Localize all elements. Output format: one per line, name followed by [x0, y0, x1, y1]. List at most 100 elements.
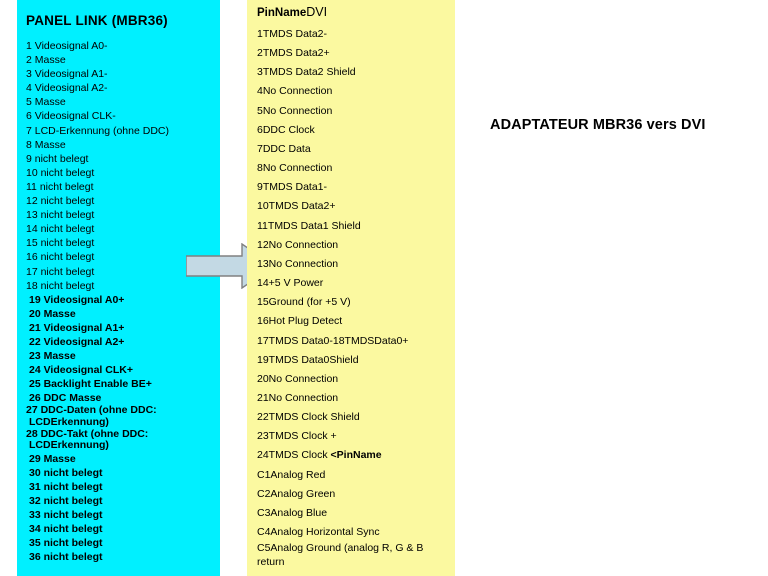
- dvi-pinout-panel: PinNameDVI 1TMDS Data2- 2TMDS Data2+ 3TMDS…: [247, 0, 455, 576]
- dvi-header-pinname: PinName: [257, 7, 307, 19]
- panel-link-pin-row: 21 Videosignal A1+: [29, 321, 125, 334]
- dvi-pin-row-text: C5Analog Ground (analog R, G & B return: [257, 542, 424, 568]
- dvi-pin-row-text: 12No Connection: [257, 238, 339, 251]
- panel-link-pin-row: 32 nicht belegt: [29, 495, 103, 508]
- panel-link-pin-row: 10 nicht belegt: [26, 166, 95, 179]
- dvi-pin-row: 20No Connection: [257, 370, 449, 389]
- dvi-pin-row-text: 6DDC Clock: [257, 123, 315, 136]
- panel-link-pin-row: 24 Videosignal CLK+: [29, 364, 133, 377]
- panel-link-pin-row: 7 LCD-Erkennung (ohne DDC): [26, 124, 169, 137]
- panel-link-pin-row: 5 Masse: [26, 96, 66, 109]
- dvi-pin-row-text: C3Analog Blue: [257, 506, 328, 519]
- dvi-pin-row-text: 4No Connection: [257, 85, 333, 98]
- panel-link-pin-row: 1 Videosignal A0-: [26, 40, 108, 52]
- dvi-pin-row-text: 21No Connection: [257, 391, 339, 404]
- dvi-pin-row: 1TMDS Data2-: [257, 25, 449, 44]
- dvi-panel-header: PinNameDVI: [257, 5, 327, 19]
- dvi-pin-row-text: 17TMDS Data0-18TMDSData0+: [257, 334, 409, 347]
- panel-link-pin-row: 28 DDC-Takt (ohne DDC: LCDErkennung): [26, 427, 149, 452]
- dvi-pin-row-text: 23TMDS Clock +: [257, 430, 337, 443]
- dvi-pin-row-emphasis: <PinName: [330, 449, 382, 462]
- dvi-pin-row-text: 13No Connection: [257, 257, 339, 270]
- dvi-pin-row-text: 11TMDS Data1 Shield: [257, 219, 361, 232]
- dvi-pin-row: 9TMDS Data1-: [257, 178, 449, 197]
- panel-link-pin-row: 20 Masse: [29, 307, 76, 320]
- dvi-pin-row-text: 19TMDS Data0Shield: [257, 353, 359, 366]
- dvi-pin-row-text: 5No Connection: [257, 104, 333, 117]
- dvi-pin-row: 7DDC Data: [257, 140, 449, 159]
- panel-link-pin-row: 6 Videosignal CLK-: [26, 110, 116, 123]
- dvi-pin-row-text: 8No Connection: [257, 162, 333, 175]
- panel-link-pin-row: 14 nicht belegt: [26, 223, 95, 236]
- dvi-pin-row: 12No Connection: [257, 236, 449, 255]
- dvi-pin-row: 16Hot Plug Detect: [257, 312, 449, 331]
- dvi-pin-list: 1TMDS Data2- 2TMDS Data2+ 3TMDS Data2 Shie…: [257, 25, 449, 569]
- panel-link-pin-row: 26 DDC Masse: [29, 392, 102, 405]
- panel-link-pin-row: 3 Videosignal A1-: [26, 68, 108, 81]
- panel-link-pin-row: 11 nicht belegt: [26, 180, 94, 193]
- dvi-pin-row: 4No Connection: [257, 82, 449, 101]
- dvi-pin-row: 8No Connection: [257, 159, 449, 178]
- dvi-pin-row-text: 2TMDS Data2+: [257, 47, 330, 60]
- dvi-pin-row-text: 1TMDS Data2-: [257, 28, 328, 40]
- dvi-pin-row-text: C2Analog Green: [257, 487, 336, 500]
- dvi-pin-row: C5Analog Ground (analog R, G & B return: [257, 542, 449, 569]
- panel-link-pin-row: 35 nicht belegt: [29, 537, 103, 550]
- dvi-pin-row: 24TMDS Clock <PinName: [257, 446, 449, 465]
- panel-link-pin-row: 18 nicht belegt: [26, 279, 95, 292]
- dvi-pin-row-text: C4Analog Horizontal Sync: [257, 526, 380, 539]
- dvi-pin-row-text: 14+5 V Power: [257, 277, 324, 290]
- dvi-pin-row: 6DDC Clock: [257, 121, 449, 140]
- panel-link-pin-row: 2 Masse: [26, 54, 66, 67]
- dvi-pin-row-text: 15Ground (for +5 V): [257, 296, 351, 309]
- dvi-pin-row: 11TMDS Data1 Shield: [257, 217, 449, 236]
- panel-link-pin-row: 22 Videosignal A2+: [29, 335, 125, 348]
- dvi-pin-row: 2TMDS Data2+: [257, 44, 449, 63]
- dvi-pin-row: 21No Connection: [257, 389, 449, 408]
- panel-link-pin-row: 25 Backlight Enable BE+: [29, 378, 152, 391]
- panel-link-pin-row: 33 nicht belegt: [29, 509, 103, 522]
- panel-link-pin-row: 34 nicht belegt: [29, 523, 103, 536]
- panel-link-pin-row: 30 nicht belegt: [29, 466, 103, 479]
- dvi-pin-row-text: 7DDC Data: [257, 142, 311, 155]
- panel-link-pin-row: 4 Videosignal A2-: [26, 82, 108, 95]
- dvi-pin-row: C3Analog Blue: [257, 504, 449, 523]
- panel-link-pin-row: 19 Videosignal A0+: [29, 293, 125, 306]
- panel-link-title: PANEL LINK (MBR36): [26, 13, 168, 28]
- page-title: ADAPTATEUR MBR36 vers DVI: [490, 117, 706, 133]
- dvi-pin-row: 3TMDS Data2 Shield: [257, 63, 449, 82]
- dvi-pin-row-text: 9TMDS Data1-: [257, 181, 328, 194]
- dvi-pin-row-text: 24TMDS Clock: [257, 449, 331, 462]
- panel-link-pin-row: 12 nicht belegt: [26, 195, 95, 208]
- panel-link-pin-row: 29 Masse: [29, 452, 76, 465]
- panel-link-pin-row: 13 nicht belegt: [26, 209, 95, 222]
- dvi-pin-row: 15Ground (for +5 V): [257, 293, 449, 312]
- panel-link-pin-row: 17 nicht belegt: [26, 265, 95, 278]
- dvi-pin-row-text: 20No Connection: [257, 372, 339, 385]
- dvi-pin-row: C1Analog Red: [257, 466, 449, 485]
- panel-link-pin-row: 8 Masse: [26, 138, 66, 151]
- dvi-pin-row: 17TMDS Data0-18TMDSData0+: [257, 332, 449, 351]
- panel-link-pin-row: 23 Masse: [29, 350, 76, 363]
- dvi-pin-row: C2Analog Green: [257, 485, 449, 504]
- panel-link-pin-row: 31 nicht belegt: [29, 481, 103, 493]
- dvi-pin-row-text: 10TMDS Data2+: [257, 200, 336, 213]
- dvi-pin-row: 10TMDS Data2+: [257, 197, 449, 216]
- dvi-pin-row: C4Analog Horizontal Sync: [257, 523, 449, 542]
- dvi-pin-row-text: C1Analog Red: [257, 468, 326, 481]
- dvi-pin-row: 22TMDS Clock Shield: [257, 408, 449, 427]
- panel-link-pinout-panel: PANEL LINK (MBR36) 1 Videosignal A0- 2 Ma…: [17, 0, 220, 576]
- dvi-pin-row-text: 3TMDS Data2 Shield: [257, 66, 356, 79]
- panel-link-pin-row: 36 nicht belegt: [29, 551, 103, 564]
- panel-link-pin-row: 15 nicht belegt: [26, 237, 95, 250]
- dvi-pin-row: 19TMDS Data0Shield: [257, 351, 449, 370]
- dvi-pin-row: 14+5 V Power: [257, 274, 449, 293]
- panel-link-pin-row: 9 nicht belegt: [26, 152, 89, 165]
- panel-link-pin-row: 27 DDC-Daten (ohne DDC: LCDErkennung): [26, 404, 157, 429]
- panel-link-pin-row: 16 nicht belegt: [26, 251, 95, 264]
- dvi-pin-row: 23TMDS Clock +: [257, 427, 449, 446]
- dvi-pin-row: 13No Connection: [257, 255, 449, 274]
- dvi-pin-row-text: 22TMDS Clock Shield: [257, 411, 360, 424]
- dvi-pin-row: 5No Connection: [257, 102, 449, 121]
